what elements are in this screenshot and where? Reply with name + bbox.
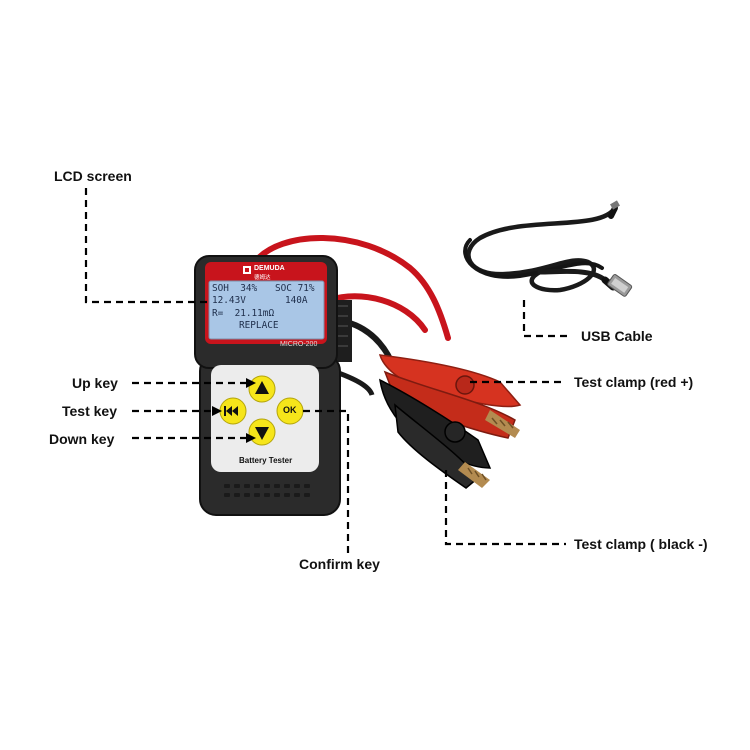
leader-confirm-key xyxy=(303,409,350,558)
label-test-clamp-black: Test clamp ( black -) xyxy=(574,536,708,552)
down-arrow-icon xyxy=(255,427,269,440)
up-key xyxy=(248,375,276,403)
brand-subtitle: 德姆达 xyxy=(254,275,271,281)
label-test-key: Test key xyxy=(62,403,117,419)
model-label: MICRO-200 xyxy=(280,341,318,348)
brand-name: DEMUDA xyxy=(254,265,285,272)
panel-title: Battery Tester xyxy=(239,456,293,465)
label-lcd-screen: LCD screen xyxy=(54,168,132,184)
lcd-resistance: R= 21.11mΩ xyxy=(212,308,275,319)
lcd-display: SOH 34% SOC 71% 12.43V 140A R= 21.11mΩ R… xyxy=(209,280,324,338)
lcd-cca: 140A xyxy=(285,295,308,306)
lcd-soh: SOH 34% xyxy=(212,283,258,294)
label-test-clamp-red: Test clamp (red +) xyxy=(574,374,694,390)
label-down-key: Down key xyxy=(49,431,115,447)
leader-lcd-screen xyxy=(84,188,212,304)
leader-arrowheads xyxy=(212,378,256,443)
label-confirm-key: Confirm key xyxy=(299,556,380,572)
rewind-icon xyxy=(226,406,238,416)
label-usb-cable: USB Cable xyxy=(581,328,653,344)
leader-usb-cable xyxy=(522,300,572,338)
lcd-soc: SOC 71% xyxy=(275,283,315,294)
down-key xyxy=(248,418,276,446)
ok-key-label: OK xyxy=(283,405,297,415)
arrowhead-down-key xyxy=(246,433,256,443)
test-key xyxy=(219,397,247,425)
arrowhead-up-key xyxy=(246,378,256,388)
leader-lines xyxy=(84,188,572,558)
lcd-result: REPLACE xyxy=(239,320,279,331)
leader-test-clamp-black xyxy=(444,470,566,546)
up-arrow-icon xyxy=(255,381,269,394)
label-up-key: Up key xyxy=(72,375,118,391)
test-clamp-black xyxy=(379,378,492,489)
lcd-screen xyxy=(208,280,325,340)
test-clamp-red xyxy=(378,354,522,439)
lcd-voltage: 12.43V xyxy=(212,295,246,306)
arrowhead-test-key xyxy=(212,406,222,416)
usb-cable xyxy=(463,200,633,297)
